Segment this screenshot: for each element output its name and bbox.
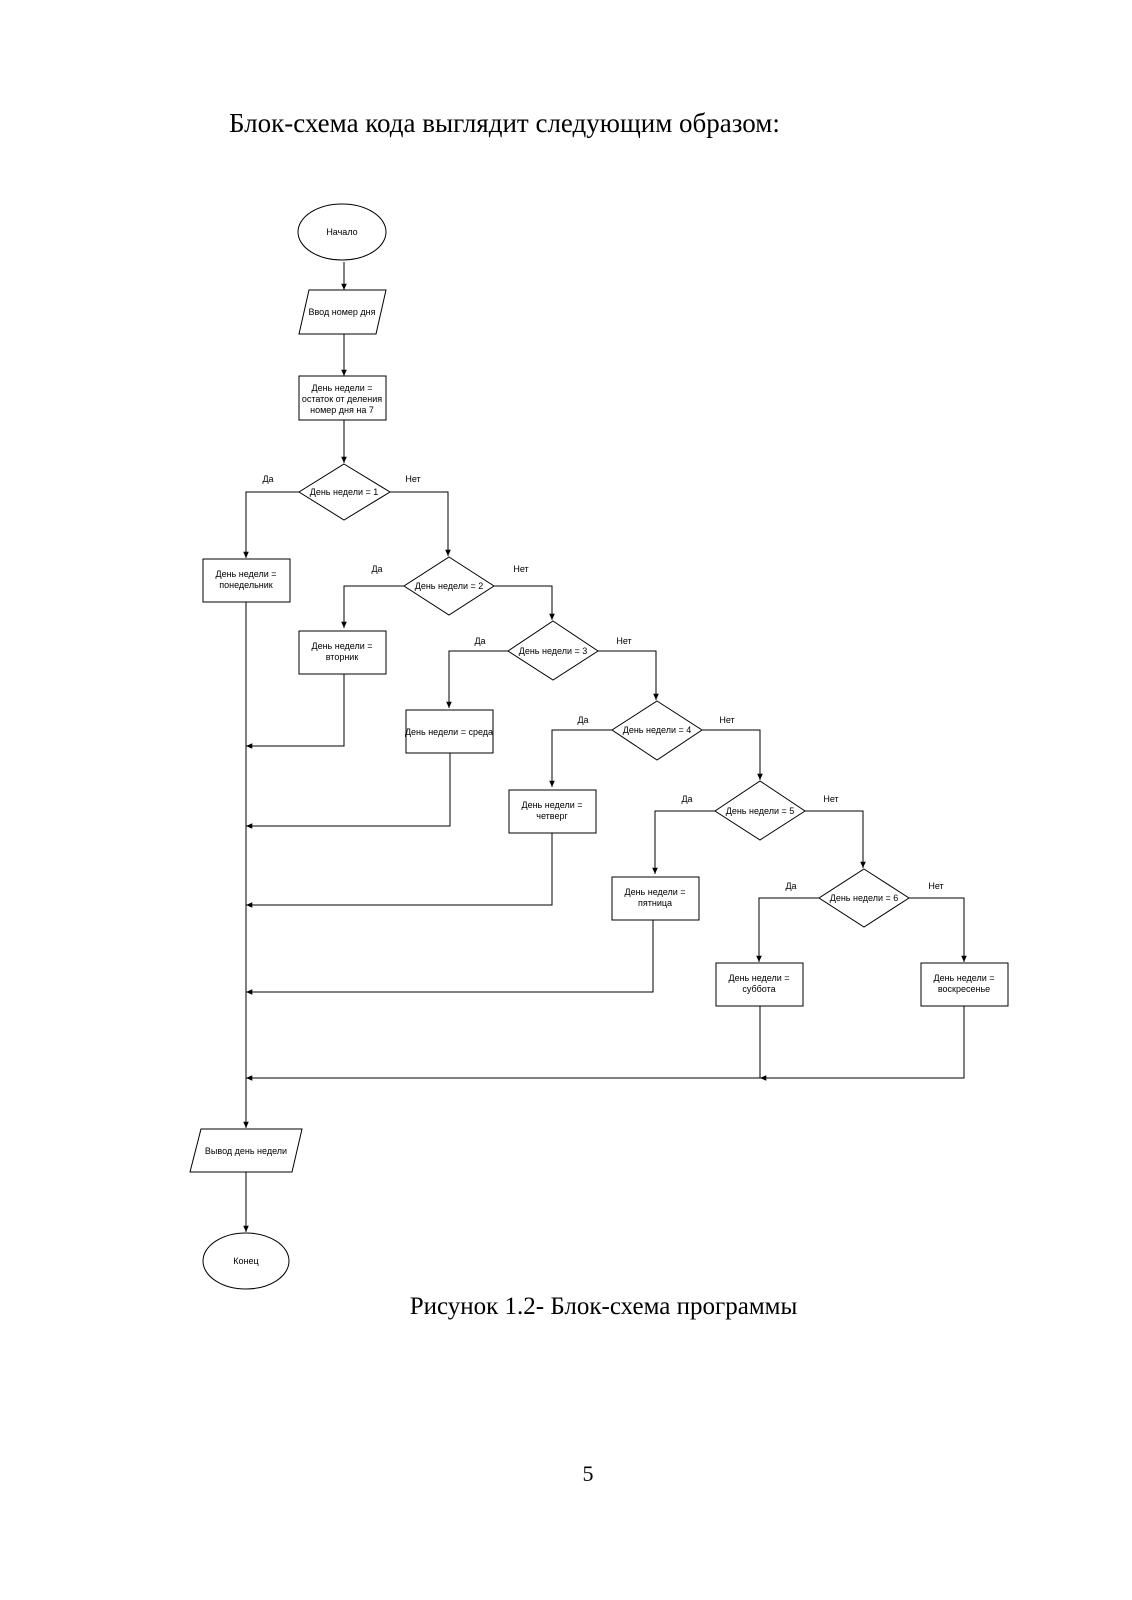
- compute-line-3: номер дня на 7: [310, 405, 374, 415]
- compute-line-2: остаток от деления: [302, 394, 382, 404]
- no-label: Нет: [719, 715, 734, 725]
- svg-text:День недели =: День недели =: [521, 800, 582, 810]
- svg-text:День недели = среда: День недели = среда: [405, 727, 493, 737]
- decision-1: День недели = 1 Да Нет: [262, 463, 421, 521]
- result-thursday: День недели = четверг: [508, 789, 597, 834]
- end-terminal: Конец: [202, 1232, 290, 1290]
- svg-text:воскресенье: воскресенье: [938, 984, 990, 994]
- svg-text:вторник: вторник: [326, 652, 359, 662]
- compute-line-1: День недели =: [311, 383, 372, 393]
- svg-text:День недели = 5: День недели = 5: [726, 806, 795, 816]
- decision-3: День недели = 3 Да Нет: [474, 620, 632, 681]
- svg-text:День недели =: День недели =: [728, 973, 789, 983]
- start-label: Начало: [326, 227, 357, 237]
- svg-text:День недели =: День недели =: [215, 569, 276, 579]
- result-friday: День недели = пятница: [611, 876, 700, 921]
- svg-text:День недели = 1: День недели = 1: [310, 487, 379, 497]
- svg-text:День недели = 4: День недели = 4: [623, 725, 692, 735]
- input-block: Ввод номер дня: [298, 289, 387, 335]
- no-label: Нет: [823, 794, 838, 804]
- svg-text:День недели =: День недели =: [624, 887, 685, 897]
- result-monday: День недели = понедельник: [202, 558, 291, 603]
- svg-text:суббота: суббота: [742, 984, 775, 994]
- figure-caption: Рисунок 1.2- Блок-схема программы: [409, 1293, 798, 1320]
- page-number: 5: [582, 1461, 594, 1486]
- no-label: Нет: [616, 636, 631, 646]
- intro-text: Блок-схема кода выглядит следующим образ…: [229, 108, 780, 138]
- svg-text:День недели = 6: День недели = 6: [830, 893, 899, 903]
- yes-label: Да: [785, 881, 796, 891]
- start-terminal: Начало: [297, 203, 387, 261]
- yes-label: Да: [681, 794, 692, 804]
- yes-label: Да: [474, 636, 485, 646]
- svg-text:понедельник: понедельник: [219, 580, 273, 590]
- compute-block: День недели = остаток от деления номер д…: [298, 375, 387, 421]
- decision-4: День недели = 4 Да Нет: [577, 700, 735, 761]
- yes-label: Да: [262, 474, 273, 484]
- svg-text:День недели = 3: День недели = 3: [519, 646, 588, 656]
- yes-label: Да: [371, 564, 382, 574]
- output-block: Вывод день недели: [189, 1128, 303, 1173]
- result-wednesday: День недели = среда: [405, 709, 494, 754]
- decision-6: День недели = 6 Да Нет: [785, 868, 944, 928]
- svg-text:День недели = 2: День недели = 2: [415, 581, 484, 591]
- svg-text:День недели =: День недели =: [311, 641, 372, 651]
- end-label: Конец: [233, 1256, 258, 1266]
- result-saturday: День недели = суббота: [715, 962, 804, 1007]
- no-label: Нет: [405, 474, 420, 484]
- result-sunday: День недели = воскресенье: [920, 962, 1009, 1007]
- no-label: Нет: [513, 564, 528, 574]
- input-label: Ввод номер дня: [308, 307, 375, 317]
- svg-text:четверг: четверг: [536, 811, 568, 821]
- decision-5: День недели = 5 Да Нет: [681, 780, 839, 841]
- svg-text:пятница: пятница: [638, 898, 672, 908]
- connectors: [243, 262, 967, 1232]
- no-label: Нет: [928, 881, 943, 891]
- yes-label: Да: [577, 715, 588, 725]
- result-tuesday: День недели = вторник: [298, 630, 387, 675]
- decision-2: День недели = 2 Да Нет: [371, 556, 529, 616]
- svg-text:День недели =: День недели =: [933, 973, 994, 983]
- output-label: Вывод день недели: [205, 1146, 287, 1156]
